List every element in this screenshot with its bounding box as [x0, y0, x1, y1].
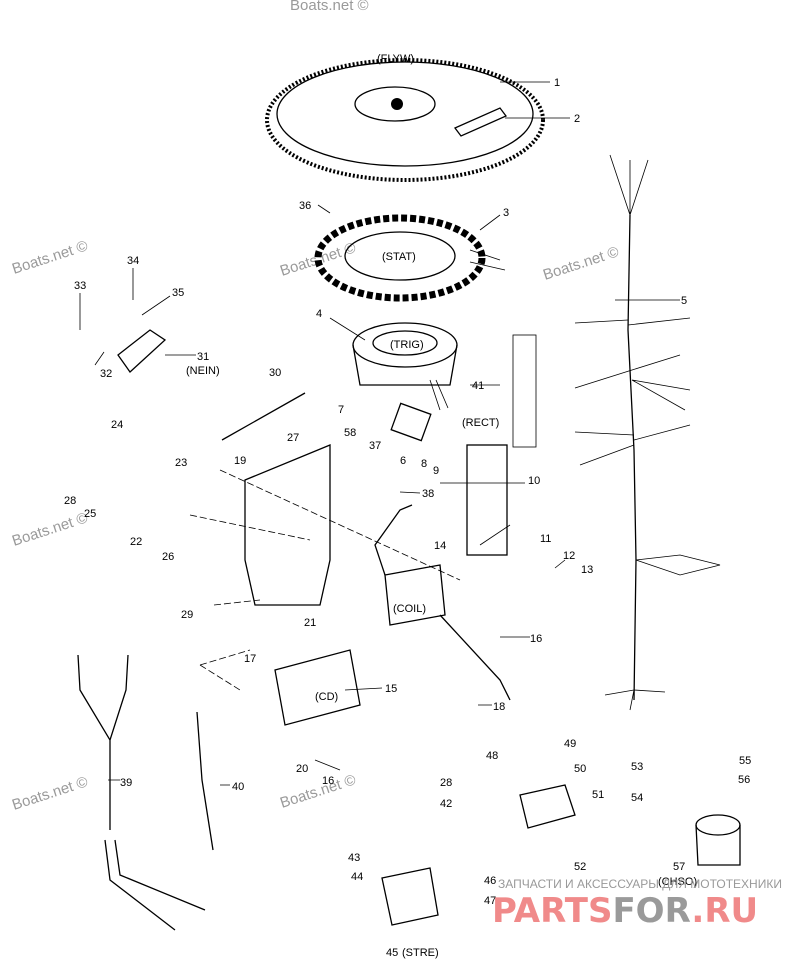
callout: 15	[385, 683, 397, 695]
ignition-coil-drawing	[374, 504, 511, 701]
label-stat: (STAT)	[382, 251, 416, 263]
callout: 50	[574, 763, 586, 775]
callout: 57	[673, 861, 685, 873]
callout: 10	[528, 475, 540, 487]
callout: 20	[296, 763, 308, 775]
callout: 28	[440, 777, 452, 789]
watermark: Boats.net ©	[541, 243, 621, 283]
callout: 55	[739, 755, 751, 767]
callout: 37	[369, 440, 381, 452]
callout: 34	[127, 255, 139, 267]
callout: 9	[433, 465, 439, 477]
callout: 14	[434, 540, 446, 552]
partsfor-logo: PARTSFOR.RU	[492, 891, 758, 931]
callout: 24	[111, 419, 123, 431]
callout: 17	[244, 653, 256, 665]
label-rect: (RECT)	[462, 417, 499, 429]
callout: 29	[181, 609, 193, 621]
callout: 43	[348, 852, 360, 864]
ground-cable-drawing	[221, 392, 306, 441]
callout: 19	[234, 455, 246, 467]
flywheel-drawing	[265, 58, 545, 182]
watermark: Boats.net ©	[10, 237, 90, 277]
callout: 46	[484, 875, 496, 887]
callout: 49	[564, 738, 576, 750]
callout: 56	[738, 774, 750, 786]
callout: 8	[421, 458, 427, 470]
callout: 40	[232, 781, 244, 793]
callout: 11	[540, 533, 551, 545]
callout: 26	[162, 551, 174, 563]
watermark: Boats.net ©	[290, 0, 369, 14]
label-stre: (STRE)	[402, 947, 439, 959]
bracket-drawing	[244, 444, 331, 606]
callout: 35	[172, 287, 184, 299]
callout: 21	[304, 617, 316, 629]
callout: 31	[197, 351, 209, 363]
watermark: Boats.net ©	[10, 509, 90, 549]
callout: 28	[64, 495, 76, 507]
cable-drawing	[196, 711, 214, 851]
callout: 1	[554, 77, 560, 89]
callout: 51	[592, 789, 604, 801]
wiring-harness-drawing	[512, 154, 721, 711]
callout: 38	[422, 488, 434, 500]
callout: 52	[574, 861, 586, 873]
callout: 32	[100, 368, 112, 380]
label-flyw: (FLYW)	[377, 53, 414, 65]
label-chso: (CHSO)	[658, 876, 697, 888]
callout: 54	[631, 792, 643, 804]
terminal-block-drawing	[466, 444, 508, 556]
callout: 44	[351, 871, 363, 883]
callout: 36	[299, 200, 311, 212]
rectifier-drawing	[390, 402, 432, 442]
callout: 18	[493, 701, 505, 713]
trigger-drawing	[352, 322, 458, 411]
choke-solenoid-drawing	[695, 814, 741, 866]
watermark: Boats.net ©	[278, 771, 358, 811]
callout: 16	[322, 775, 334, 787]
callout: 47	[484, 895, 496, 907]
callout: 42	[440, 798, 452, 810]
callout: 3	[503, 207, 509, 219]
callout: 27	[287, 432, 299, 444]
label-trig: (TRIG)	[390, 339, 424, 351]
cd-module-drawing	[274, 649, 361, 726]
callout: 13	[581, 564, 593, 576]
callout: 7	[338, 404, 344, 416]
callout: 33	[74, 280, 86, 292]
watermark: Boats.net ©	[10, 773, 90, 813]
callout: 5	[681, 295, 687, 307]
stator-drawing	[314, 214, 506, 302]
callout: 4	[316, 308, 322, 320]
battery-cable-drawing	[77, 654, 129, 830]
callout: 12	[563, 550, 575, 562]
callout: 58	[344, 427, 356, 439]
callout: 30	[269, 367, 281, 379]
label-nein: (NEIN)	[186, 365, 220, 377]
callouts: 1 2 3 4 5 6 7 8 9 10 11 12 13 14 15 16 1…	[64, 77, 751, 959]
starter-solenoid-drawing	[381, 867, 439, 926]
russian-tagline: ЗАПЧАСТИ И АКСЕССУАРЫ ДЛЯ МОТОТЕХНИКИ	[498, 877, 782, 891]
label-coil: (COIL)	[393, 603, 426, 615]
regulator-drawing	[519, 784, 576, 829]
callout: 6	[400, 455, 406, 467]
callout: 39	[120, 777, 132, 789]
callout: 25	[84, 508, 96, 520]
callout: 41	[472, 380, 484, 392]
callout: 53	[631, 761, 643, 773]
callout: 48	[486, 750, 498, 762]
callout: 23	[175, 457, 187, 469]
label-cd: (CD)	[315, 691, 338, 703]
neutral-interlock-drawing	[117, 329, 167, 373]
callout: 22	[130, 536, 142, 548]
callout: 16	[530, 633, 542, 645]
callout: 45	[386, 947, 398, 959]
callout: 2	[574, 113, 580, 125]
